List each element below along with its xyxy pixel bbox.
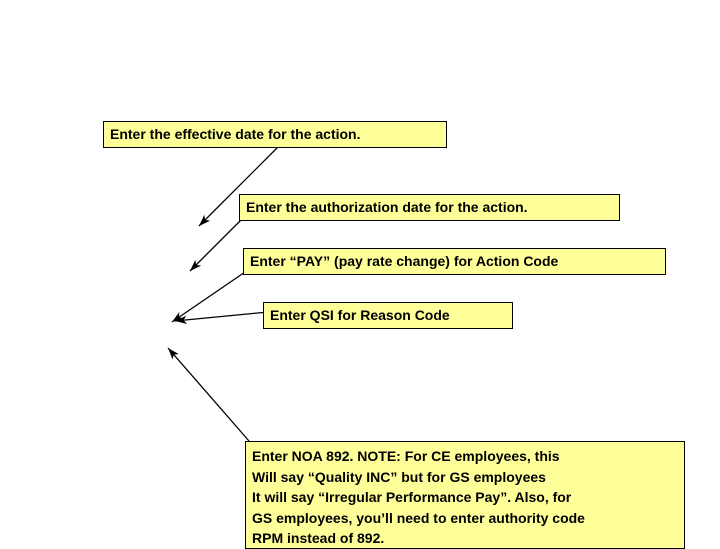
arrow-noa — [167, 347, 250, 442]
callout-noa: Enter NOA 892. NOTE: For CE employees, t… — [245, 441, 685, 549]
arrow-action-code — [171, 269, 249, 323]
callout-authorization-date: Enter the authorization date for the act… — [239, 194, 620, 221]
arrow-reason-code — [174, 311, 269, 325]
arrow-authorization-date — [189, 215, 246, 272]
callout-effective-date: Enter the effective date for the action. — [103, 121, 447, 148]
callout-action-code: Enter “PAY” (pay rate change) for Action… — [243, 248, 666, 275]
callout-reason-code: Enter QSI for Reason Code — [263, 302, 513, 329]
